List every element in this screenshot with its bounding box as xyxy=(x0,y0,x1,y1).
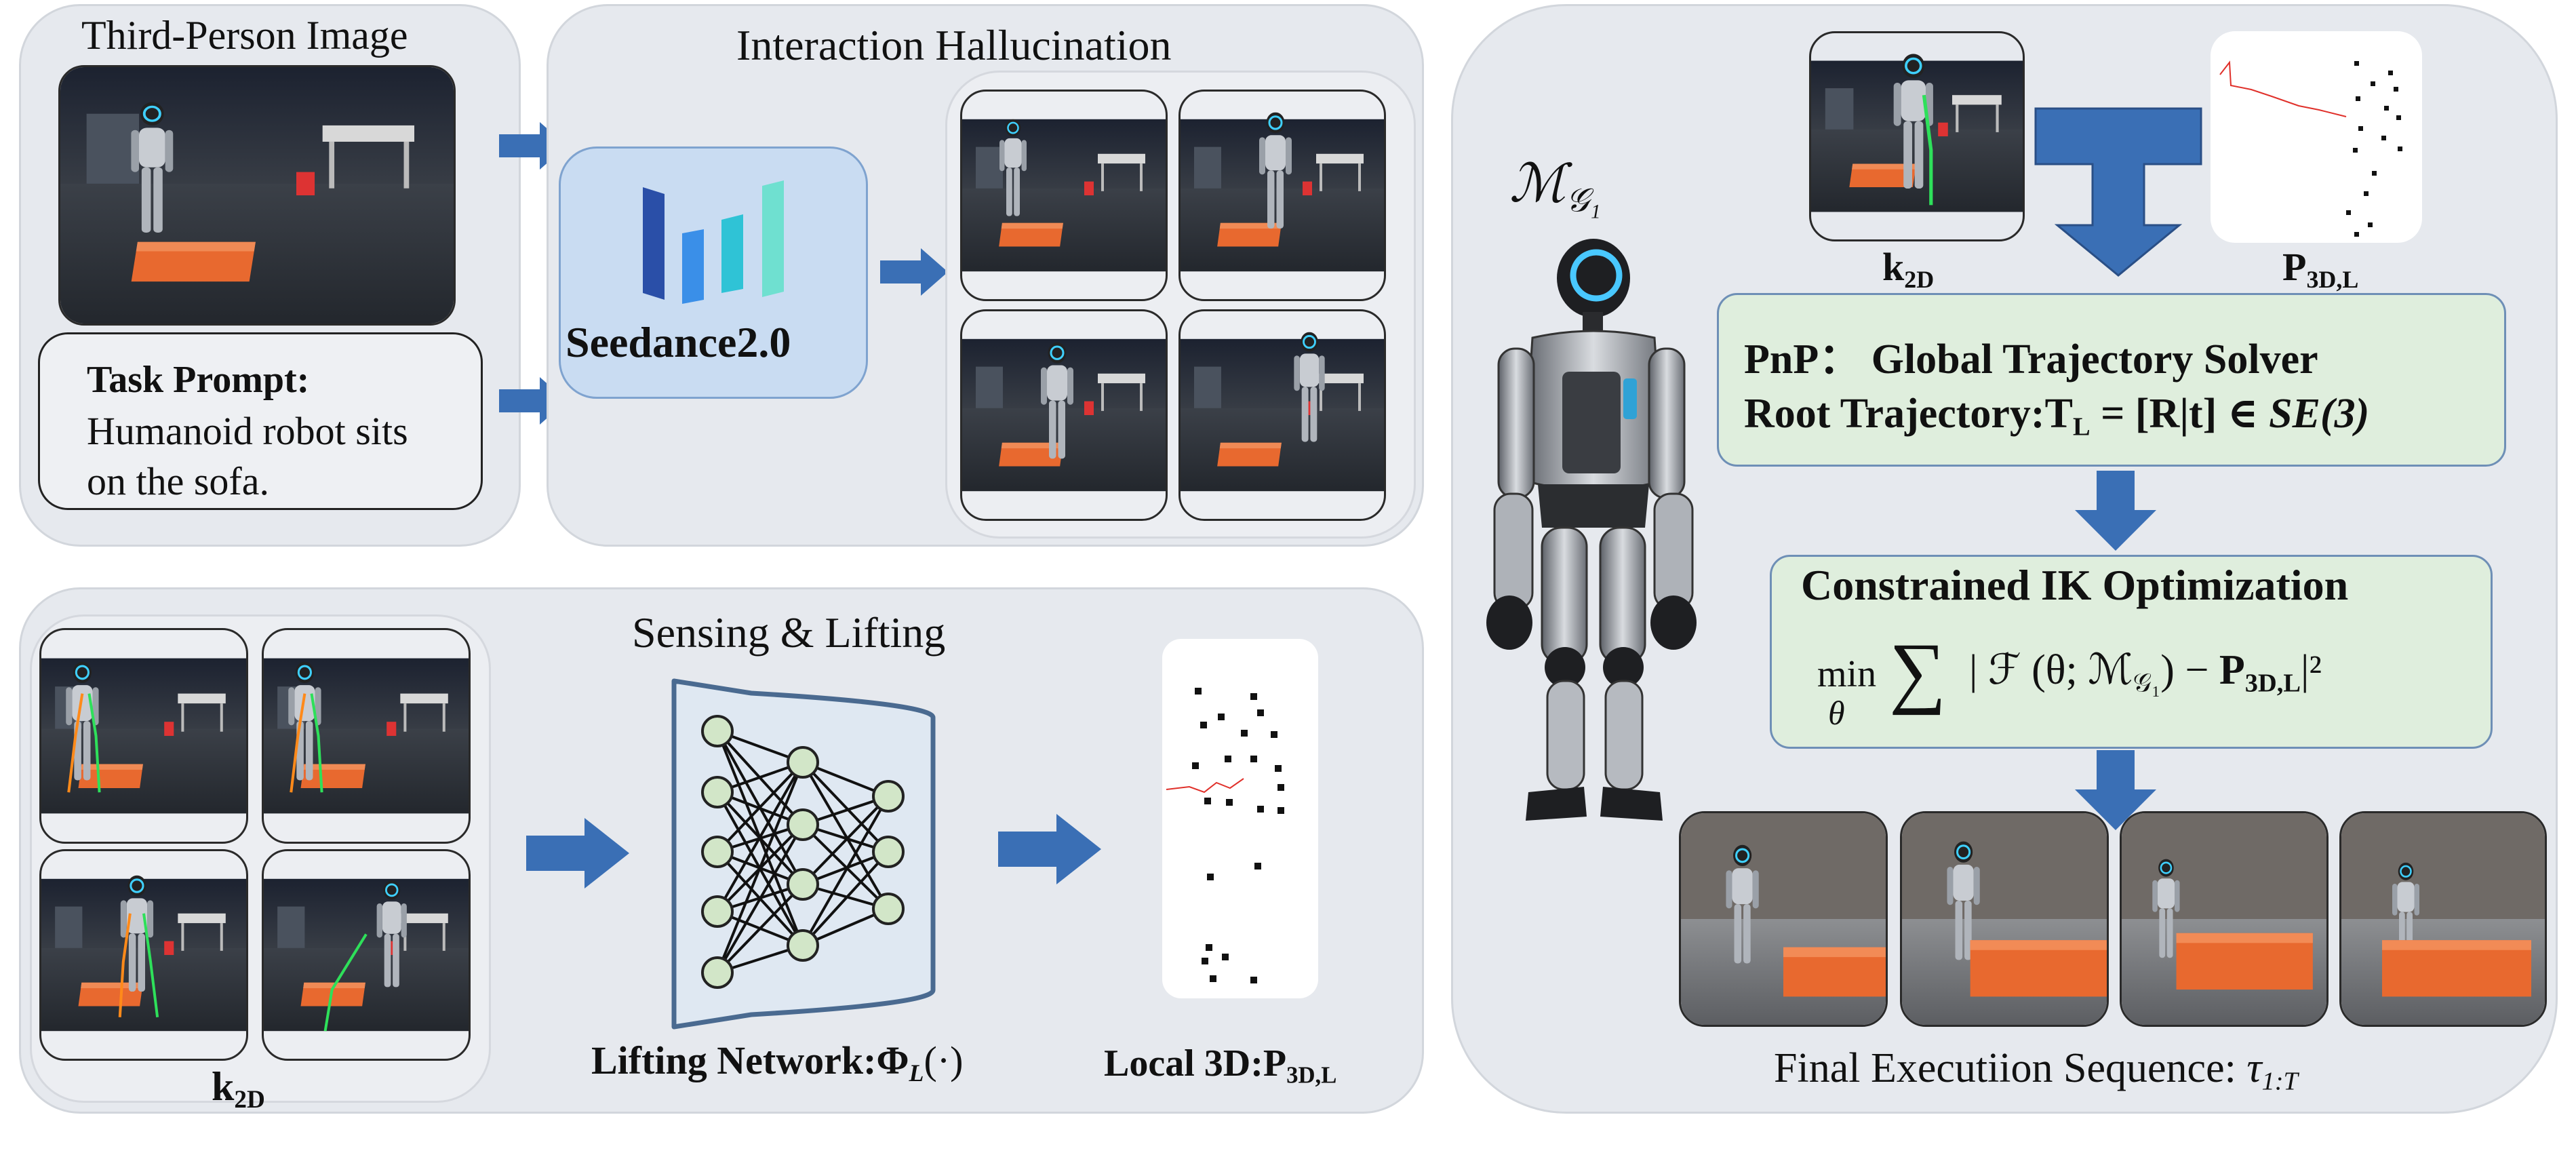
arrow-right-icon xyxy=(998,814,1101,884)
ik-title: Constrained IK Optimization xyxy=(1801,561,2349,609)
local-3d-pointcloud xyxy=(1162,639,1318,998)
p3d-pointcloud xyxy=(2211,31,2422,243)
hallucination-frame-2 xyxy=(1178,90,1386,301)
ik-optimization-box xyxy=(1770,555,2493,749)
humanoid-robot-icon xyxy=(1467,236,1716,836)
task-prompt-line-1: Humanoid robot sits xyxy=(87,409,408,453)
execution-frame-1 xyxy=(1679,811,1888,1027)
third-person-image xyxy=(58,65,456,326)
hallucination-title: Interaction Hallucination xyxy=(736,21,1172,69)
k2d-label: k2D xyxy=(212,1064,265,1114)
keypoint-frame-1 xyxy=(39,628,248,844)
merge-arrow-icon xyxy=(2034,107,2202,277)
ik-min: min xyxy=(1817,653,1877,695)
task-prompt-label: Task Prompt: xyxy=(87,359,310,401)
robot-model-label: ℳ𝒢₁ xyxy=(1509,154,1601,219)
pnp-solver-box xyxy=(1717,293,2506,467)
arrow-right-icon xyxy=(526,818,629,888)
hallucination-frame-4 xyxy=(1178,309,1386,521)
final-execution-label: Final Executiion Sequence: τ1:T xyxy=(1774,1045,2298,1096)
execution-frame-2 xyxy=(1900,811,2109,1027)
arrow-right-icon xyxy=(880,248,948,296)
seedance-logo-icon xyxy=(641,178,797,310)
local-3d-label: Local 3D:P3D,L xyxy=(1104,1042,1337,1089)
root-trajectory-line: Root Trajectory:TL = [R|t] ∈ SE(3) xyxy=(1744,391,2370,442)
k2d-reference-image xyxy=(1809,31,2025,241)
lifting-network-icon xyxy=(670,677,937,1034)
arrow-down-icon xyxy=(2075,471,2156,551)
seedance-model-name: Seedance2.0 xyxy=(566,318,791,366)
keypoint-frame-2 xyxy=(262,628,471,844)
seedance-box xyxy=(559,146,868,399)
task-prompt-box xyxy=(38,332,483,510)
pnp-line: PnP： Global Trajectory Solver xyxy=(1744,336,2318,383)
ik-sum: ∑ xyxy=(1889,627,1947,716)
k2d-right-label: k2D xyxy=(1882,245,1935,293)
ik-expression: | ℱ (θ; ℳ𝒢₁) − P3D,L|² xyxy=(1969,647,2322,698)
sensing-title: Sensing & Lifting xyxy=(632,608,946,657)
hallucination-frame-3 xyxy=(960,309,1168,521)
third-person-title: Third-Person Image xyxy=(81,13,408,58)
execution-frame-4 xyxy=(2339,811,2547,1027)
hallucination-frame-1 xyxy=(960,90,1168,301)
p3d-right-label: P3D,L xyxy=(2282,245,2359,293)
keypoint-frame-4 xyxy=(262,849,471,1061)
arrow-down-icon xyxy=(2075,750,2156,830)
execution-frame-3 xyxy=(2120,811,2329,1027)
task-prompt-line-2: on the sofa. xyxy=(87,459,269,503)
lifting-network-label: Lifting Network:ΦL(·) xyxy=(591,1038,964,1087)
keypoint-frame-3 xyxy=(39,849,248,1061)
ik-theta: θ xyxy=(1828,694,1845,732)
